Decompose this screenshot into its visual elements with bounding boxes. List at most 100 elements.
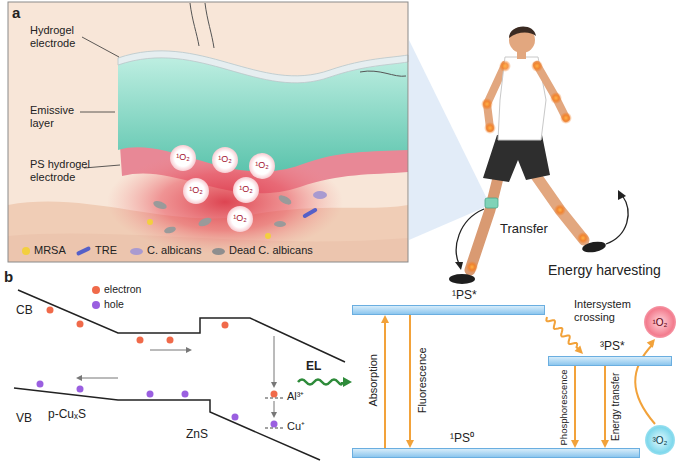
part-label: Emissive layer bbox=[30, 104, 92, 129]
dead-cell bbox=[274, 221, 286, 227]
fungal-cell bbox=[313, 191, 327, 199]
circle-label: ¹O₂ bbox=[189, 186, 203, 196]
material-label: ZnS bbox=[186, 428, 208, 442]
arrow-line bbox=[604, 366, 606, 442]
action-label: Energy harvesting bbox=[548, 262, 661, 278]
circle-label: ¹O₂ bbox=[239, 185, 253, 195]
legend-text: electron bbox=[104, 283, 141, 295]
circle-label: ¹O₂ bbox=[653, 317, 668, 328]
arrow-line bbox=[384, 321, 386, 448]
dopant-level bbox=[265, 397, 283, 398]
leader-line bbox=[80, 112, 115, 113]
oxygen-circle: ¹O₂ bbox=[644, 306, 676, 338]
electron-dot bbox=[167, 337, 174, 344]
edge-label: Absorption bbox=[367, 354, 380, 407]
joint-dot bbox=[466, 261, 478, 273]
leader-line bbox=[82, 37, 119, 57]
hole-dot bbox=[232, 414, 239, 421]
hole-dot bbox=[182, 391, 189, 398]
transfer-beam bbox=[409, 40, 490, 240]
ion-label: Cu⁺ bbox=[287, 420, 305, 433]
hydrogel-sheet bbox=[118, 51, 408, 83]
arrow-head bbox=[271, 382, 277, 388]
oxygen-circle: ¹O₂ bbox=[170, 145, 196, 171]
arrow-head bbox=[406, 440, 414, 448]
oxygen-circle: ¹O₂ bbox=[249, 153, 275, 179]
hole-dot bbox=[147, 391, 154, 398]
band-label: CB bbox=[16, 304, 33, 318]
level-label: ³PS* bbox=[600, 339, 625, 354]
legend-swatch bbox=[76, 246, 91, 256]
arrow-head bbox=[647, 339, 655, 348]
arrow-line bbox=[574, 366, 576, 442]
legend-swatch bbox=[212, 248, 225, 255]
oxygen-circle: ¹O₂ bbox=[212, 147, 238, 173]
energy-arrow bbox=[381, 315, 389, 448]
arrow-head bbox=[575, 345, 583, 354]
harvest-arrow bbox=[606, 195, 628, 244]
electron-dot bbox=[222, 322, 229, 329]
dead-cell bbox=[277, 193, 293, 206]
joint-dot bbox=[531, 60, 543, 72]
energy-arrow bbox=[635, 339, 655, 424]
legend-swatch bbox=[92, 301, 100, 309]
arrow-head bbox=[186, 347, 192, 353]
shorts bbox=[483, 135, 550, 182]
material-label: p-CuₓS bbox=[48, 408, 86, 422]
dead-cell bbox=[197, 216, 213, 228]
ion-label: Al³⁺ bbox=[287, 390, 304, 403]
panel-letter: b bbox=[4, 268, 13, 285]
arrow-head bbox=[618, 190, 626, 200]
oxygen-circle: ¹O₂ bbox=[233, 177, 259, 203]
legend-text: hole bbox=[104, 298, 124, 310]
joint-dot bbox=[554, 204, 566, 216]
joint-dot bbox=[484, 122, 496, 134]
circle-label: ¹O₂ bbox=[176, 153, 190, 163]
electron-dot bbox=[47, 307, 54, 314]
wire bbox=[360, 71, 406, 76]
circle-label: ¹O₂ bbox=[218, 155, 232, 165]
electron-dot bbox=[77, 321, 84, 328]
level-bar bbox=[352, 448, 640, 458]
transport-arrow bbox=[80, 378, 118, 379]
energy-arrow bbox=[601, 366, 609, 448]
joint-dot bbox=[481, 98, 493, 110]
leg bbox=[470, 170, 500, 270]
legend-text: C. albicans bbox=[147, 244, 201, 257]
arrow-head bbox=[571, 440, 579, 448]
transport-arrow bbox=[274, 336, 275, 384]
head bbox=[509, 27, 535, 53]
dead-cell bbox=[152, 199, 168, 210]
mrsa-dot bbox=[147, 219, 153, 225]
conduction-band bbox=[18, 290, 345, 362]
arrow-head bbox=[601, 440, 609, 448]
electron-dot bbox=[271, 391, 278, 398]
legend-swatch bbox=[92, 286, 100, 294]
energy-arrow bbox=[406, 315, 414, 448]
energy-level: ¹PS* bbox=[352, 288, 545, 315]
arm bbox=[537, 65, 566, 118]
wire bbox=[190, 3, 199, 46]
level-label: ¹PS* bbox=[452, 288, 477, 303]
legend-text: Dead C. albicans bbox=[229, 244, 313, 257]
joint-dot bbox=[499, 60, 511, 72]
band-label: VB bbox=[16, 412, 32, 426]
energy-level: ¹PS⁰ bbox=[352, 431, 640, 458]
panel-border bbox=[8, 2, 408, 262]
skin-ground bbox=[8, 2, 408, 262]
transfer-arrow bbox=[456, 209, 484, 264]
emission-label: EL bbox=[306, 360, 321, 374]
el-wave bbox=[298, 380, 342, 385]
edge-label: Fluorescence bbox=[416, 347, 429, 413]
part-label: Hydrogel electrode bbox=[30, 24, 92, 49]
oxygen-circle: ³O₂ bbox=[645, 425, 675, 455]
joint-dot bbox=[550, 92, 562, 104]
panel-letter: a bbox=[12, 4, 20, 21]
shirt bbox=[498, 57, 546, 140]
edge-label: Phosphorescence bbox=[559, 369, 570, 445]
arrow-head bbox=[271, 412, 277, 418]
circle-label: ³O₂ bbox=[653, 435, 668, 446]
legend-swatch bbox=[22, 247, 30, 255]
